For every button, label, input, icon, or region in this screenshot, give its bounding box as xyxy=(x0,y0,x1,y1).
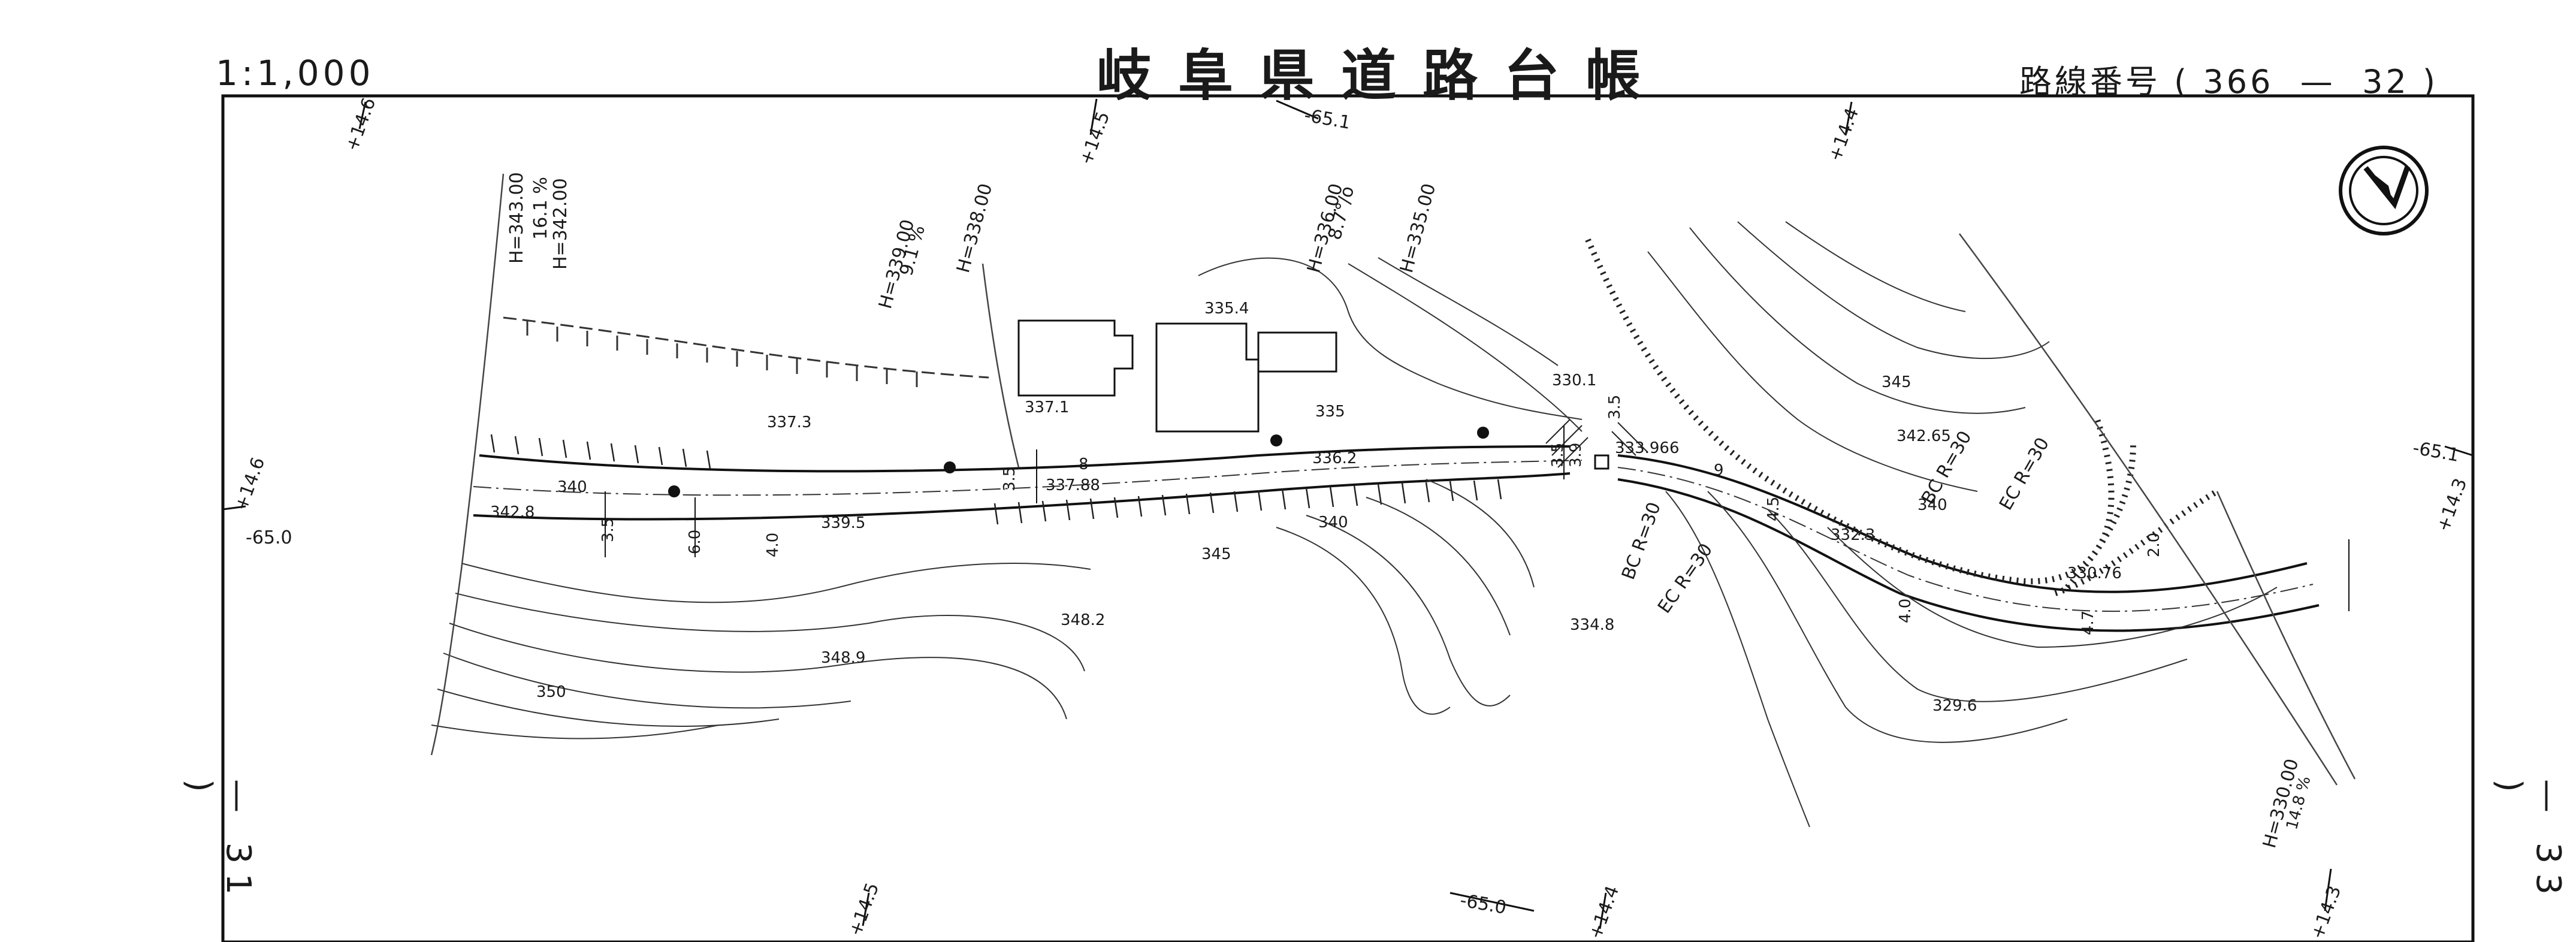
spot-height: 337.1 xyxy=(1025,398,1070,416)
grid-ticks xyxy=(222,98,2474,929)
survey-points xyxy=(668,427,1489,497)
dimension-label: 3.5 xyxy=(1001,466,1019,491)
dimension-label: 3.5 xyxy=(599,517,617,542)
spot-height: 333.966 xyxy=(1615,439,1680,457)
spot-height: 337.88 xyxy=(1046,476,1100,494)
road-centre-line xyxy=(473,460,2314,612)
slope-hatching-right-2 xyxy=(2054,443,2219,596)
control-point-marker xyxy=(1594,454,1609,470)
grid-coordinate: -65.0 xyxy=(246,527,292,548)
slope-hatching-upper xyxy=(526,321,918,387)
spot-height: 348.2 xyxy=(1061,611,1106,629)
spot-height: 339.5 xyxy=(821,514,866,532)
dimension-label: 3.5 xyxy=(1549,442,1567,467)
spot-height: 348.9 xyxy=(821,649,866,667)
spot-height: 342.65 xyxy=(1896,427,1951,445)
spot-height: 340 xyxy=(557,478,587,496)
elevation-label: H=343.00 xyxy=(506,172,527,264)
junction-hatch xyxy=(1545,419,1648,468)
dimension-label: 4.5 xyxy=(1765,496,1783,521)
road-edges xyxy=(473,445,2320,632)
slope-hatching-road xyxy=(490,434,1502,525)
route-number: 路線番号 ( 366 — 32 ) xyxy=(2019,63,2439,101)
dimension-label: 8 xyxy=(1079,455,1089,473)
spot-height: 345 xyxy=(1201,545,1231,563)
spot-height: 340 xyxy=(1318,514,1348,532)
spot-height: 330.76 xyxy=(2067,564,2122,582)
slope-crest-line xyxy=(503,316,989,379)
adjoining-sheet-left: — 31 ) xyxy=(180,779,258,905)
spot-height: 340 xyxy=(1917,496,1947,514)
dimension-ticks xyxy=(605,425,2349,611)
map-frame xyxy=(221,94,2475,942)
dimension-label: 4.0 xyxy=(1896,598,1914,623)
spot-height: 334.8 xyxy=(1570,616,1615,634)
adjoining-sheet-right: — 33 ) xyxy=(2490,779,2568,905)
spot-height: 335 xyxy=(1315,403,1345,421)
spot-height: 335.4 xyxy=(1204,300,1249,318)
spot-height: 350 xyxy=(536,683,566,701)
spot-height: 345 xyxy=(1882,373,1911,391)
spot-height: 329.6 xyxy=(1932,697,1977,715)
dimension-label: 3.5 xyxy=(1606,394,1624,419)
dimension-label: 2.0 xyxy=(2145,532,2163,557)
north-arrow-icon xyxy=(2339,146,2429,236)
slope-hatching-right xyxy=(1585,238,2115,585)
page-title: 岐阜県道路台帳 xyxy=(1097,43,1668,108)
dimension-label: 6.0 xyxy=(686,529,704,554)
gradient-label: 16.1 % xyxy=(530,177,551,240)
spot-height: 332.3 xyxy=(1831,526,1876,544)
dimension-label: 4.0 xyxy=(764,532,782,557)
elevation-label: H=342.00 xyxy=(550,178,571,270)
dimension-label: 3.9 xyxy=(1567,442,1585,467)
spot-height: 330.1 xyxy=(1552,372,1597,390)
dimension-label: 9 xyxy=(1714,461,1724,479)
boundary-lines xyxy=(430,173,2356,786)
dimension-label: 4.7 xyxy=(2079,610,2097,635)
spot-height: 336.2 xyxy=(1312,449,1357,467)
spot-height: 342.8 xyxy=(490,503,535,521)
contour-lines xyxy=(431,221,2278,828)
buildings xyxy=(1017,319,1337,433)
spot-height: 337.3 xyxy=(767,413,812,431)
map-scale: 1:1,000 xyxy=(216,53,375,93)
